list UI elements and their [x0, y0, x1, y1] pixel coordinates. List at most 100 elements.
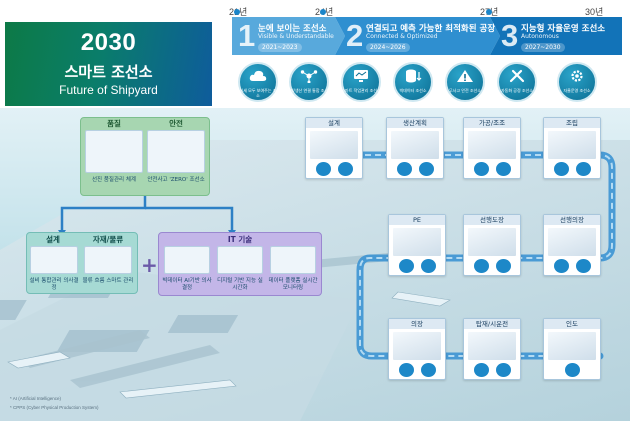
process-node-image	[548, 131, 596, 159]
safety-caption: 안전사고 'ZERO' 조선소	[147, 177, 205, 183]
stage-2-number: 2	[346, 18, 364, 53]
process-node-label: 선행도장	[464, 215, 520, 225]
it-item-1: 빅데이터 AI기반 의사결정	[162, 278, 212, 291]
plus-icon: +	[141, 253, 158, 277]
ai-illustration	[164, 246, 210, 274]
goal-item: 스마트 작업관리 조선소	[341, 62, 381, 102]
badge-icon	[576, 259, 591, 273]
badge-icon	[421, 363, 436, 377]
process-node-label: 생산계획	[387, 118, 443, 128]
timeline-dot-2024	[320, 9, 326, 15]
stage-3-number: 3	[501, 18, 519, 53]
goal-label: 자율운영 조선소	[563, 88, 591, 93]
stage-1-period: 2021~2023	[258, 43, 302, 52]
design-caption: 설비 통합관리 의사결정	[29, 278, 79, 291]
goal-item: 자율운영 조선소	[557, 62, 597, 102]
badge-icon	[474, 162, 489, 176]
process-node-label: 탑재/시운전	[464, 319, 520, 329]
badge-icon	[554, 259, 569, 273]
badge-icon	[496, 363, 511, 377]
badge-icon	[565, 363, 580, 377]
process-node-delivery: 인도	[543, 318, 601, 380]
process-node-image	[468, 332, 516, 360]
goal-label: 자동화 공정 조선소	[501, 88, 533, 93]
stage-3-subtitle: Autonomous	[521, 33, 559, 40]
safety-illustration	[147, 130, 205, 173]
year-label-2030: 30년	[585, 7, 604, 17]
process-node-design: 설계	[305, 117, 363, 179]
stage-1: 1 눈에 보이는 조선소 Visible & Understandable 20…	[232, 17, 335, 55]
process-node-image	[468, 131, 516, 159]
process-node-image	[393, 228, 441, 256]
process-node-label: 설계	[306, 118, 362, 128]
goal-item: 설계/생산 연결 통합 조선소	[286, 62, 332, 102]
quality-caption: 선진 품질관리 체계	[92, 177, 136, 183]
it-item-2: 디지털 기반 지능 실시간화	[217, 278, 263, 291]
process-node-pre-painting: 선행도장	[463, 214, 521, 276]
goal-label: 스마트 작업관리 조선소	[341, 88, 381, 93]
goal-item: 자동화 공정 조선소	[497, 62, 537, 102]
stage-2-period: 2024~2026	[366, 43, 410, 52]
goal-label: 무사고 안전 조선소	[449, 88, 481, 93]
timeline-dot-2021	[234, 9, 240, 15]
process-node-pre-outfitting: 선행의장	[543, 214, 601, 276]
footnote-ai: * AI (Artificial Intelligence)	[10, 396, 62, 401]
badge-icon	[397, 162, 412, 176]
database-icon	[406, 69, 422, 83]
digital-twin-illustration	[217, 246, 263, 274]
timeline-dot-2027	[486, 9, 492, 15]
process-node-image	[393, 332, 441, 360]
it-header: IT 기술	[227, 235, 253, 244]
footnote-cpps: * CPPS (Cyber Physical Production System…	[10, 405, 99, 410]
quality-illustration	[85, 130, 143, 173]
process-node-image	[548, 228, 596, 256]
process-node-image	[391, 131, 439, 159]
process-node-label: 가공/조조	[464, 118, 520, 128]
badge-icon	[338, 162, 353, 176]
platform-illustration	[270, 246, 316, 274]
process-node-label: 의장	[389, 319, 445, 329]
badge-icon	[421, 259, 436, 273]
goal-label: 현실세 모두 보여주는 조선소	[235, 88, 281, 98]
process-node-label: PE	[389, 215, 445, 225]
network-icon	[300, 70, 318, 83]
process-node-erection-trial: 탑재/시운전	[463, 318, 521, 380]
cloud-icon	[249, 70, 267, 81]
process-node-image	[310, 131, 358, 159]
process-node-planning: 생산계획	[386, 117, 444, 179]
stage-1-subtitle: Visible & Understandable	[258, 33, 334, 40]
process-node-processing: 가공/조조	[463, 117, 521, 179]
badge-icon	[474, 259, 489, 273]
badge-icon	[399, 363, 414, 377]
stage-2-subtitle: Connected & Optimized	[366, 33, 438, 40]
stage-3: 3 지능형 자율운영 조선소 Autonomous 2027~2030	[495, 17, 622, 55]
goal-label: 빅데이터 조선소	[399, 88, 427, 93]
safety-header: 안전	[169, 119, 183, 128]
warning-icon	[457, 70, 473, 82]
monitor-icon	[354, 70, 368, 82]
badge-icon	[316, 162, 331, 176]
stage-banners	[232, 17, 622, 55]
quality-header: 품질	[107, 119, 121, 128]
goal-item: 무사고 안전 조선소	[445, 62, 485, 102]
stage-2: 2 연결되고 예측 가능한 최적화된 공장 Connected & Optimi…	[340, 17, 495, 55]
stage-1-number: 1	[238, 18, 256, 53]
goal-item: 현실세 모두 보여주는 조선소	[235, 62, 281, 102]
badge-icon	[554, 162, 569, 176]
design-illustration	[30, 246, 78, 274]
badge-icon	[576, 162, 591, 176]
process-node-label: 선행의장	[544, 215, 600, 225]
process-node-image	[468, 228, 516, 256]
gear-icon	[571, 70, 583, 82]
material-caption: 물류 흐름 스마트 관리	[82, 278, 134, 284]
it-item-3: 데이터 플랫폼 실시간 모니터링	[268, 278, 318, 291]
material-illustration	[84, 246, 132, 274]
badge-icon	[419, 162, 434, 176]
title-english: Future of Shipyard	[59, 83, 158, 97]
process-node-image	[548, 332, 596, 360]
stage-2-title: 연결되고 예측 가능한 최적화된 공장	[366, 24, 496, 34]
tools-icon	[509, 69, 525, 83]
process-node-pe: PE	[388, 214, 446, 276]
badge-icon	[399, 259, 414, 273]
